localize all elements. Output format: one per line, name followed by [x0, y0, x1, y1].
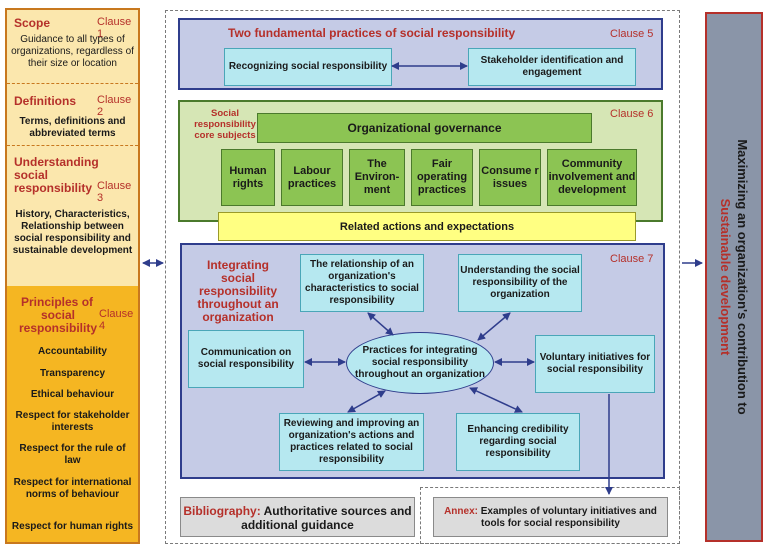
credibility-box: Enhancing credibility regarding social r…	[456, 413, 580, 471]
clause6-label: Clause 6	[610, 108, 654, 120]
clause7-label: Clause 7	[610, 253, 654, 265]
bibliography-label: Bibliography:	[183, 504, 261, 518]
understanding-box: Understanding the social responsibility …	[458, 254, 582, 312]
clause6-panel: Social responsibility core subjects Clau…	[178, 100, 663, 222]
practices-ellipse: Practices for integrating social respons…	[346, 332, 494, 394]
subject-box: Fair operating practices	[411, 149, 473, 206]
principle-item: Respect for international norms of behav…	[13, 477, 132, 500]
subject-box: Labour practices	[281, 149, 343, 206]
understanding-title-1: Understanding	[14, 155, 99, 169]
arrow-credibility	[469, 387, 523, 413]
principle-item: Respect for stakeholder interests	[15, 410, 130, 433]
understanding-title-2: social	[14, 168, 49, 182]
understanding-text: History, Characteristics, Relationship b…	[12, 209, 133, 256]
scope-section: Scope Clause 1 Guidance to all types of …	[7, 10, 138, 84]
bibliography-text: Authoritative sources and additional gui…	[241, 504, 412, 532]
understanding-section: Understanding social responsibility Clau…	[7, 145, 138, 287]
annex-frame	[420, 487, 680, 544]
recognizing-box: Recognizing social responsibility	[224, 48, 392, 86]
definitions-section: Definitions Clause 2 Terms, definitions …	[7, 83, 138, 146]
subject-box: Human rights	[221, 149, 275, 206]
scope-text: Guidance to all types of organizations, …	[11, 34, 134, 69]
scope-clause: Clause 1	[97, 16, 132, 40]
understanding-title-3: responsibility	[14, 181, 93, 195]
principle-item: Ethical behaviour	[30, 389, 115, 400]
principle-item: Transparency	[39, 368, 106, 379]
principles-title-3: responsibility	[19, 321, 98, 335]
clause7-title: Integrating social responsibility throug…	[197, 258, 279, 324]
bibliography-box: Bibliography: Authoritative sources and …	[180, 497, 415, 537]
core-subjects-label: Social responsibility core subjects	[194, 108, 256, 141]
principles-clause: Clause 4	[99, 308, 134, 332]
annex-box: Annex: Examples of voluntary initiatives…	[433, 497, 668, 537]
right-bar: Maximizing an organization's contributio…	[705, 12, 763, 542]
definitions-clause: Clause 2	[97, 94, 132, 118]
definitions-text: Terms, definitions and abbreviated terms	[19, 116, 126, 139]
clause5-label: Clause 5	[610, 28, 654, 40]
stakeholder-box: Stakeholder identification and engagemen…	[468, 48, 636, 86]
reviewing-box: Reviewing and improving an organization'…	[279, 413, 424, 471]
arrow-reviewing	[347, 390, 386, 413]
principle-item: Accountability	[38, 346, 107, 357]
communication-box: Communication on social responsibility	[188, 330, 304, 388]
annex-label: Annex:	[444, 506, 478, 517]
principles-title-2: social	[41, 308, 76, 322]
clause5-panel: Two fundamental practices of social resp…	[178, 18, 663, 90]
arrow-understanding	[477, 312, 511, 341]
principle-item: Respect for human rights	[11, 521, 134, 532]
understanding-clause: Clause 3	[97, 180, 132, 204]
annex-text: Examples of voluntary initiatives and to…	[480, 506, 657, 529]
relationship-box: The relationship of an organization's ch…	[300, 254, 424, 312]
scope-title: Scope	[14, 16, 51, 30]
voluntary-box: Voluntary initiatives for social respons…	[535, 335, 655, 393]
related-actions-box: Related actions and expectations	[218, 212, 636, 241]
subject-box: Community involvement and development	[547, 149, 637, 206]
subject-box: Consume r issues	[479, 149, 541, 206]
definitions-title: Definitions	[14, 94, 76, 108]
arrow-relationship	[367, 312, 394, 336]
clause5-title: Two fundamental practices of social resp…	[228, 26, 516, 40]
subject-box: The Environ-ment	[349, 149, 405, 206]
governance-box: Organizational governance	[257, 113, 592, 143]
principle-item: Respect for the rule of law	[19, 443, 126, 466]
left-column: Scope Clause 1 Guidance to all types of …	[5, 8, 140, 544]
principles-section: Principles of social responsibility Clau…	[7, 286, 138, 542]
principles-title-1: Principles of	[21, 295, 94, 309]
